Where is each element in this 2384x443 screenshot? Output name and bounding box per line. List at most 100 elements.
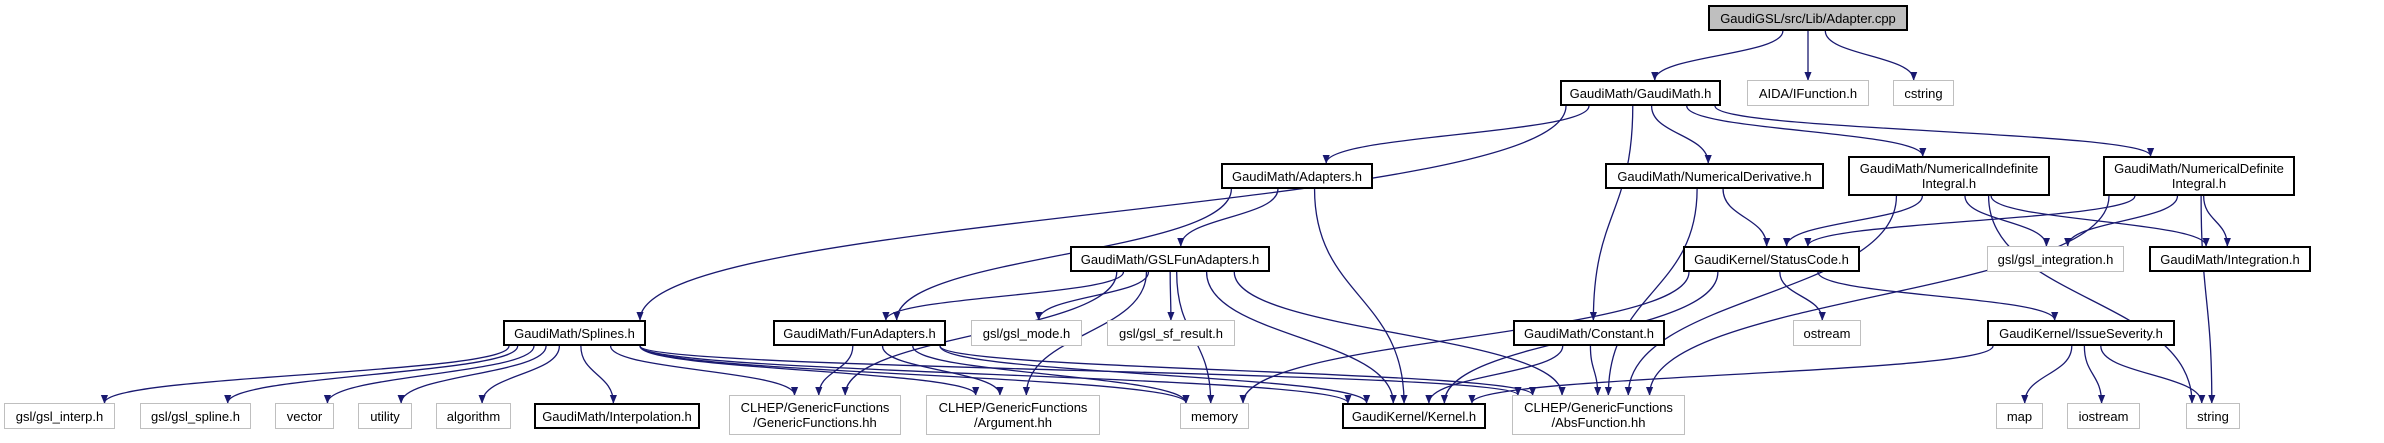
node-label: utility bbox=[370, 408, 400, 424]
node-label: CLHEP/GenericFunctions /GenericFunctions… bbox=[740, 400, 890, 430]
node-gslsf: gsl/gsl_sf_result.h bbox=[1107, 320, 1235, 346]
node-vector: vector bbox=[275, 403, 334, 429]
edge-numdef-to-integration bbox=[2203, 195, 2231, 247]
node-funadapters[interactable]: GaudiMath/FunAdapters.h bbox=[773, 320, 946, 346]
edge-gslfun-to-funadapters bbox=[882, 271, 1125, 321]
node-absfun: CLHEP/GenericFunctions /AbsFunction.hh bbox=[1512, 395, 1685, 435]
node-gaudimath[interactable]: GaudiMath/GaudiMath.h bbox=[1560, 80, 1721, 106]
node-label: string bbox=[2197, 408, 2229, 424]
node-utility: utility bbox=[358, 403, 412, 429]
node-interpolation[interactable]: GaudiMath/Interpolation.h bbox=[534, 403, 700, 429]
edge-adapters-to-funadapters bbox=[893, 188, 1233, 321]
node-label: algorithm bbox=[446, 408, 501, 424]
node-constant[interactable]: GaudiMath/Constant.h bbox=[1513, 320, 1665, 346]
edge-numindef-to-string bbox=[1987, 195, 2196, 404]
edge-numdef-to-statuscode bbox=[1804, 195, 2136, 247]
node-label: GaudiMath/Integration.h bbox=[2160, 251, 2300, 267]
edge-splines-to-interpolation bbox=[580, 345, 617, 404]
edge-splines-to-utility bbox=[397, 345, 547, 404]
node-genfun: CLHEP/GenericFunctions /GenericFunctions… bbox=[729, 395, 901, 435]
edge-splines-to-gslspline bbox=[224, 345, 519, 404]
edge-issue-to-kernel bbox=[1468, 345, 1994, 404]
node-label: memory bbox=[1191, 408, 1238, 424]
node-label: gsl/gsl_mode.h bbox=[982, 325, 1071, 341]
node-label: GaudiMath/Splines.h bbox=[514, 325, 635, 341]
edge-gslfun-to-absfun bbox=[1233, 271, 1566, 396]
edge-gaudimath-to-splines bbox=[636, 105, 1567, 321]
edge-splines-to-algorithm bbox=[478, 345, 560, 404]
edge-splines-to-gslinterp bbox=[100, 345, 510, 404]
node-gslinteg: gsl/gsl_integration.h bbox=[1987, 246, 2124, 272]
edge-gslfun-to-gslmode bbox=[1035, 271, 1150, 321]
edge-constant-to-kernel bbox=[1425, 345, 1564, 404]
node-label: GaudiMath/NumericalDefinite Integral.h bbox=[2114, 161, 2284, 191]
node-label: gsl/gsl_integration.h bbox=[1997, 251, 2114, 267]
node-label: GaudiMath/Adapters.h bbox=[1231, 168, 1363, 184]
node-splines[interactable]: GaudiMath/Splines.h bbox=[503, 320, 646, 346]
node-label: GaudiMath/Interpolation.h bbox=[542, 408, 692, 424]
edge-root-to-cstring bbox=[1824, 30, 1918, 81]
edge-splines-to-kernel bbox=[639, 345, 1352, 404]
edge-gslfun-to-gslsf bbox=[1167, 271, 1175, 321]
edge-splines-to-absfun bbox=[639, 345, 1522, 396]
edge-gaudimath-to-numderiv bbox=[1650, 105, 1712, 164]
edge-funadapters-to-argument bbox=[881, 345, 1004, 396]
node-numdef[interactable]: GaudiMath/NumericalDefinite Integral.h bbox=[2103, 156, 2295, 196]
node-numderiv[interactable]: GaudiMath/NumericalDerivative.h bbox=[1605, 163, 1824, 189]
node-label: GaudiMath/FunAdapters.h bbox=[783, 325, 936, 341]
node-integration[interactable]: GaudiMath/Integration.h bbox=[2149, 246, 2311, 272]
node-label: ostream bbox=[1803, 325, 1851, 341]
node-label: GaudiGSL/src/Lib/Adapter.cpp bbox=[1720, 10, 1896, 26]
edge-splines-to-vector bbox=[323, 345, 535, 404]
node-root[interactable]: GaudiGSL/src/Lib/Adapter.cpp bbox=[1708, 5, 1908, 31]
node-cstring: cstring bbox=[1893, 80, 1954, 106]
node-map: map bbox=[1996, 403, 2043, 429]
edge-numindef-to-absfun bbox=[1624, 195, 1898, 396]
edge-gslfun-to-argument bbox=[1022, 271, 1148, 396]
node-gslinterp: gsl/gsl_interp.h bbox=[4, 403, 115, 429]
node-algorithm: algorithm bbox=[436, 403, 511, 429]
edge-funadapters-to-kernel bbox=[939, 345, 1371, 404]
node-string: string bbox=[2186, 403, 2240, 429]
node-argument: CLHEP/GenericFunctions /Argument.hh bbox=[926, 395, 1100, 435]
edge-gaudimath-to-constant bbox=[1589, 105, 1634, 321]
edge-adapters-to-gslfun bbox=[1177, 188, 1279, 247]
node-gslfun[interactable]: GaudiMath/GSLFunAdapters.h bbox=[1070, 246, 1270, 272]
node-ostream: ostream bbox=[1793, 320, 1861, 346]
edge-splines-to-genfun bbox=[609, 345, 799, 396]
node-label: GaudiMath/GSLFunAdapters.h bbox=[1080, 251, 1260, 267]
node-label: GaudiKernel/Kernel.h bbox=[1351, 408, 1477, 424]
node-aida: AIDA/IFunction.h bbox=[1747, 80, 1869, 106]
node-kernel[interactable]: GaudiKernel/Kernel.h bbox=[1342, 403, 1486, 429]
edge-adapters-to-kernel bbox=[1313, 188, 1408, 404]
node-gslspline: gsl/gsl_spline.h bbox=[140, 403, 251, 429]
edge-funadapters-to-absfun bbox=[939, 345, 1537, 396]
node-label: CLHEP/GenericFunctions /Argument.hh bbox=[938, 400, 1088, 430]
edge-funadapters-to-memory bbox=[912, 345, 1190, 404]
node-label: GaudiMath/NumericalIndefinite Integral.h bbox=[1859, 161, 2039, 191]
node-numindef[interactable]: GaudiMath/NumericalIndefinite Integral.h bbox=[1848, 156, 2050, 196]
edge-issue-to-iostream bbox=[2083, 345, 2106, 404]
edge-issue-to-string bbox=[2100, 345, 2206, 404]
edge-statuscode-to-ostream bbox=[1779, 271, 1826, 321]
node-label: gsl/gsl_sf_result.h bbox=[1118, 325, 1224, 341]
edge-numindef-to-gslinteg bbox=[1964, 195, 2051, 247]
node-label: GaudiMath/GaudiMath.h bbox=[1569, 85, 1712, 101]
node-label: cstring bbox=[1904, 85, 1943, 101]
edge-constant-to-absfun bbox=[1589, 345, 1602, 396]
node-iostream: iostream bbox=[2067, 403, 2140, 429]
node-adapters[interactable]: GaudiMath/Adapters.h bbox=[1221, 163, 1373, 189]
node-label: gsl/gsl_interp.h bbox=[15, 408, 104, 424]
edge-statuscode-to-issue bbox=[1817, 271, 2059, 321]
node-statuscode[interactable]: GaudiKernel/StatusCode.h bbox=[1683, 246, 1860, 272]
edge-numindef-to-statuscode bbox=[1783, 195, 1924, 247]
edge-gaudimath-to-numindef bbox=[1686, 105, 1927, 157]
node-label: CLHEP/GenericFunctions /AbsFunction.hh bbox=[1524, 400, 1673, 430]
edge-splines-to-memory bbox=[639, 345, 1190, 404]
edge-gaudimath-to-numdef bbox=[1714, 105, 2155, 157]
node-issue[interactable]: GaudiKernel/IssueSeverity.h bbox=[1987, 320, 2175, 346]
edge-numdef-to-gslinteg bbox=[2064, 195, 2179, 247]
node-label: GaudiKernel/StatusCode.h bbox=[1694, 251, 1849, 267]
edge-root-to-gaudimath bbox=[1651, 30, 1784, 81]
